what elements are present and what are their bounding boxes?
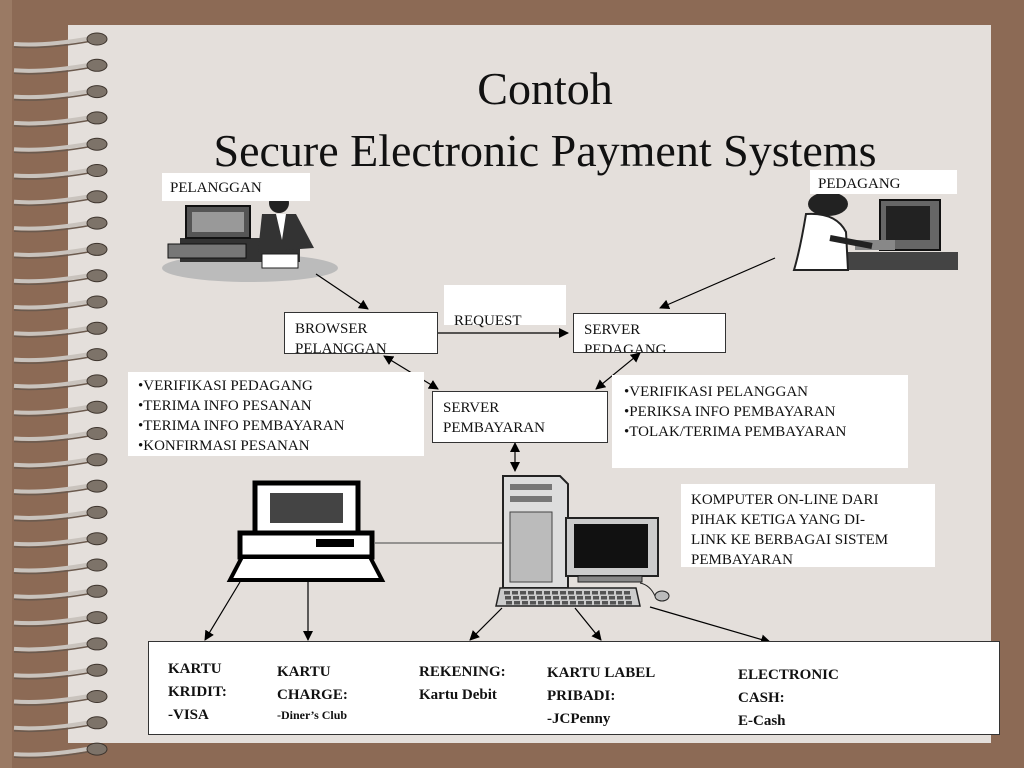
third-party-line: PIHAK KETIGA YANG DI- bbox=[691, 512, 866, 528]
payment-method-credit-card: KARTU KRIDIT: -VISA bbox=[168, 661, 227, 723]
list-item: •TERIMA INFO PESANAN bbox=[138, 398, 312, 414]
keyboard-key bbox=[578, 601, 584, 605]
keyboard-key bbox=[561, 596, 567, 600]
keyboard-key bbox=[568, 591, 574, 595]
list-item: •TOLAK/TERIMA PEMBAYARAN bbox=[624, 424, 847, 440]
keyboard-key bbox=[602, 601, 608, 605]
keyboard-key bbox=[617, 596, 623, 600]
keyboard-key bbox=[506, 601, 512, 605]
keyboard-key bbox=[584, 591, 590, 595]
payment-server-line-1: SERVER bbox=[443, 400, 500, 416]
browser-box-line-1: BROWSER bbox=[295, 321, 368, 337]
page-title: Contoh Secure Electronic Payment Systems bbox=[120, 58, 970, 182]
keyboard-key bbox=[608, 591, 614, 595]
customer-label: PELANGGAN bbox=[162, 173, 310, 201]
keyboard-key bbox=[522, 601, 528, 605]
list-item: •TERIMA INFO PEMBAYARAN bbox=[138, 418, 345, 434]
keyboard-key bbox=[538, 601, 544, 605]
keyboard-key bbox=[505, 596, 511, 600]
third-party-note: KOMPUTER ON-LINE DARI PIHAK KETIGA YANG … bbox=[681, 484, 935, 568]
keyboard-key bbox=[521, 596, 527, 600]
keyboard-key bbox=[530, 601, 536, 605]
merchant-label: PEDAGANG bbox=[810, 170, 957, 194]
payment-method-private-label: KARTU LABEL PRIBADI: -JCPenny bbox=[547, 665, 656, 727]
keyboard-key bbox=[546, 601, 552, 605]
keyboard-key bbox=[529, 596, 535, 600]
keyboard-key bbox=[512, 591, 518, 595]
keyboard-key bbox=[624, 591, 630, 595]
keyboard-key bbox=[560, 591, 566, 595]
keyboard-key bbox=[570, 601, 576, 605]
request-label-text: REQUEST bbox=[454, 313, 522, 329]
keyboard-key bbox=[562, 601, 568, 605]
keyboard-key bbox=[544, 591, 550, 595]
payment-server-box: SERVER PEMBAYARAN bbox=[432, 391, 608, 443]
list-item: •VERIFIKASI PELANGGAN bbox=[624, 384, 809, 400]
merchant-label-text: PEDAGANG bbox=[818, 176, 901, 192]
customer-person-icon bbox=[162, 193, 338, 282]
request-label: REQUEST bbox=[444, 285, 566, 329]
merchant-person-icon bbox=[792, 192, 958, 271]
merchant-server-line-2: PEDAGANG bbox=[584, 342, 667, 353]
keyboard-key bbox=[616, 591, 622, 595]
payment-method-electronic-cash: ELECTRONIC CASH: E-Cash bbox=[738, 667, 839, 729]
keyboard-key bbox=[592, 591, 598, 595]
payment-method-debit-account: REKENING: Kartu Debit bbox=[419, 664, 506, 703]
payment-server-computer-icon bbox=[495, 475, 670, 607]
keyboard-key bbox=[594, 601, 600, 605]
merchant-server-box: SERVER PEDAGANG bbox=[573, 313, 726, 353]
list-item: •KONFIRMASI PESANAN bbox=[138, 438, 310, 454]
keyboard-key bbox=[520, 591, 526, 595]
browser-functions-list: •VERIFIKASI PEDAGANG •TERIMA INFO PESANA… bbox=[128, 372, 424, 456]
list-item: •VERIFIKASI PEDAGANG bbox=[138, 378, 313, 394]
keyboard-key bbox=[537, 596, 543, 600]
keyboard-key bbox=[536, 591, 542, 595]
keyboard-key bbox=[577, 596, 583, 600]
keyboard-key bbox=[625, 596, 631, 600]
payment-methods-box bbox=[148, 641, 1000, 735]
keyboard-key bbox=[528, 591, 534, 595]
server-functions-list: •VERIFIKASI PELANGGAN •PERIKSA INFO PEMB… bbox=[612, 375, 908, 468]
merchant-server-line-1: SERVER bbox=[584, 322, 641, 338]
third-party-line: KOMPUTER ON-LINE DARI bbox=[691, 492, 879, 508]
keyboard-key bbox=[593, 596, 599, 600]
payment-method-charge-card: KARTU CHARGE: -Diner’s Club bbox=[277, 664, 348, 722]
third-party-line: PEMBAYARAN bbox=[691, 552, 793, 568]
keyboard-key bbox=[618, 601, 624, 605]
keyboard-key bbox=[585, 596, 591, 600]
keyboard-key bbox=[513, 596, 519, 600]
keyboard-key bbox=[554, 601, 560, 605]
keyboard-key bbox=[504, 591, 510, 595]
third-party-line: LINK KE BERBAGAI SISTEM bbox=[691, 532, 889, 548]
keyboard-key bbox=[545, 596, 551, 600]
keyboard-key bbox=[514, 601, 520, 605]
browser-customer-box: BROWSER PELANGGAN bbox=[284, 312, 438, 354]
keyboard-key bbox=[552, 591, 558, 595]
keyboard-key bbox=[610, 601, 616, 605]
keyboard-key bbox=[609, 596, 615, 600]
title-line-2: Secure Electronic Payment Systems bbox=[213, 125, 877, 176]
browser-box-line-2: PELANGGAN bbox=[295, 341, 387, 354]
payment-server-line-2: PEMBAYARAN bbox=[443, 420, 545, 436]
title-line-1: Contoh bbox=[477, 63, 613, 114]
customer-label-text: PELANGGAN bbox=[170, 180, 262, 196]
keyboard-key bbox=[626, 601, 632, 605]
list-item: •PERIKSA INFO PEMBAYARAN bbox=[624, 404, 836, 420]
keyboard-key bbox=[576, 591, 582, 595]
terminal-computer-icon bbox=[226, 480, 386, 582]
keyboard-key bbox=[600, 591, 606, 595]
keyboard-key bbox=[601, 596, 607, 600]
keyboard-key bbox=[586, 601, 592, 605]
keyboard-key bbox=[553, 596, 559, 600]
keyboard-key bbox=[569, 596, 575, 600]
